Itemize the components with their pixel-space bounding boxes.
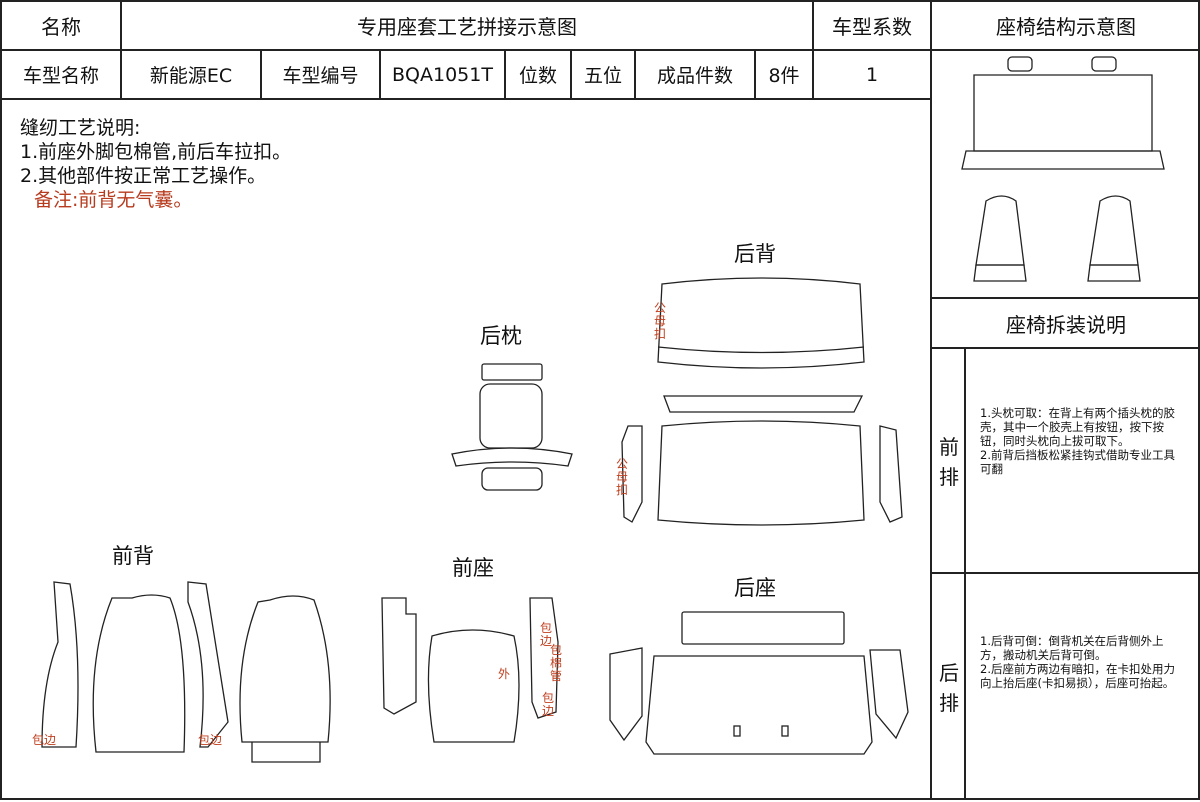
grid-line [930, 2, 932, 800]
page-title: 专用座套工艺拼接示意图 [357, 15, 577, 39]
name-label: 名称 [41, 15, 81, 39]
part-label-rear-seat: 后座 [734, 576, 776, 600]
rear-back-main-panel [657, 420, 865, 526]
rear-seat-side-left [609, 647, 643, 742]
grid-line [260, 49, 262, 99]
grid-line [754, 49, 756, 99]
mark-rear-back-snap-top: 公 母 扣 [654, 301, 667, 341]
coef-value: 1 [865, 63, 879, 86]
rear-seat-cushion-sketch [961, 150, 1165, 170]
rear-back-pieces [621, 277, 903, 526]
grid-line [932, 572, 1200, 574]
notes-line-2: 2.其他部件按正常工艺操作。 [20, 165, 267, 187]
front-back-main-right [239, 595, 331, 743]
notes-line-1: 1.前座外脚包棉管,前后车拉扣。 [20, 141, 292, 163]
notes-title: 缝纫工艺说明: [20, 117, 141, 139]
disassembly-title: 座椅拆装说明 [1006, 312, 1126, 337]
front-seat-left-sketch [975, 195, 1025, 266]
grid-line [964, 347, 966, 800]
front-back-side-left [41, 581, 79, 748]
rear-seat-back-sketch [973, 74, 1153, 152]
front-seat-right-base-sketch [1087, 264, 1141, 282]
mark-front-seat-edge-2: 包 边 [542, 691, 555, 718]
grid-line [932, 297, 1200, 299]
headrest-wrap [451, 447, 573, 467]
seats-label: 位数 [518, 65, 557, 87]
part-label-rear-headrest: 后枕 [480, 324, 522, 348]
mark-rear-back-snap-side: 公 母 扣 [616, 457, 629, 497]
front-seat-left-base-sketch [973, 264, 1027, 282]
model-code-value: BQA1051T [392, 63, 493, 86]
part-label-front-back: 前背 [112, 544, 154, 568]
headrest-bottom [481, 467, 543, 491]
seat-structure-sketch [961, 56, 1165, 282]
mark-front-back-edge-left: 包边 [32, 733, 57, 747]
model-name-label: 车型名称 [22, 65, 99, 87]
front-row-text: 1.头枕可取：在背上有两个插头枕的胶壳，其中一个胶壳上有按钮，按下按钮，同时头枕… [980, 406, 1175, 476]
part-label-rear-back: 后背 [734, 242, 776, 266]
rear-headrest-pieces [451, 363, 573, 491]
headrest-center [479, 383, 543, 449]
front-back-main-left [92, 594, 186, 753]
rear-seat-slot-left [733, 725, 741, 737]
seats-value: 五位 [583, 65, 622, 87]
grid-line [2, 49, 1200, 51]
grid-line [634, 49, 636, 99]
rear-seat-front-strip [681, 611, 845, 645]
front-row-label: 前 排 [939, 435, 959, 489]
pattern-drawing [41, 277, 909, 763]
grid-line [379, 49, 381, 99]
pieces-label: 成品件数 [656, 65, 733, 87]
front-back-side-right [187, 581, 229, 748]
part-label-front-seat: 前座 [452, 556, 494, 580]
rear-back-strip [663, 395, 864, 413]
grid-line [932, 347, 1200, 349]
mark-front-back-edge-right: 包边 [198, 733, 223, 747]
mark-front-seat-foam: 包 棉 管 [550, 643, 563, 683]
grid-line [570, 49, 572, 99]
rear-row-text: 1.后背可倒：倒背机关在后背侧外上方，搬动机关后背可倒。 2.后座前方两边有暗扣… [980, 634, 1175, 690]
front-seat-cushion [427, 629, 520, 743]
notes-remark: 备注:前背无气囊。 [34, 189, 193, 211]
rear-seat-side-right [869, 649, 909, 740]
structure-title: 座椅结构示意图 [996, 15, 1136, 39]
model-code-label: 车型编号 [282, 65, 359, 87]
rear-headrest-right-sketch [1091, 56, 1117, 72]
front-seat-side-left [381, 597, 417, 715]
rear-back-side-left [621, 425, 643, 523]
sewing-notes: 缝纫工艺说明: 1.前座外脚包棉管,前后车拉扣。 2.其他部件按正常工艺操作。 … [20, 116, 291, 212]
grid-line [120, 49, 122, 99]
mark-front-seat-outer: 外 [498, 667, 511, 681]
mark-front-seat-edge: 包 边 [540, 621, 553, 648]
grid-line [2, 98, 932, 100]
rear-seat-slot-right [781, 725, 789, 737]
rear-back-top-panel [657, 277, 865, 369]
front-seat-side-right [529, 597, 559, 719]
headrest-top-strip [481, 363, 543, 381]
rear-headrest-left-sketch [1007, 56, 1033, 72]
grid-line [812, 2, 814, 99]
front-back-pieces [41, 581, 331, 763]
model-name-value: 新能源EC [149, 65, 233, 87]
grid-line [504, 49, 506, 99]
rear-back-side-right [879, 425, 903, 523]
rear-seat-cushion [645, 655, 873, 755]
front-seat-pieces [381, 597, 559, 743]
rear-seat-pieces [609, 611, 909, 755]
rear-row-label: 后 排 [939, 661, 959, 715]
pieces-value: 8件 [768, 65, 800, 87]
rear-back-top-panel-seam [657, 346, 865, 354]
model-coef-label: 车型系数 [832, 15, 912, 39]
grid-line [120, 2, 122, 50]
front-back-tab [251, 742, 321, 763]
front-seat-right-sketch [1089, 195, 1139, 266]
